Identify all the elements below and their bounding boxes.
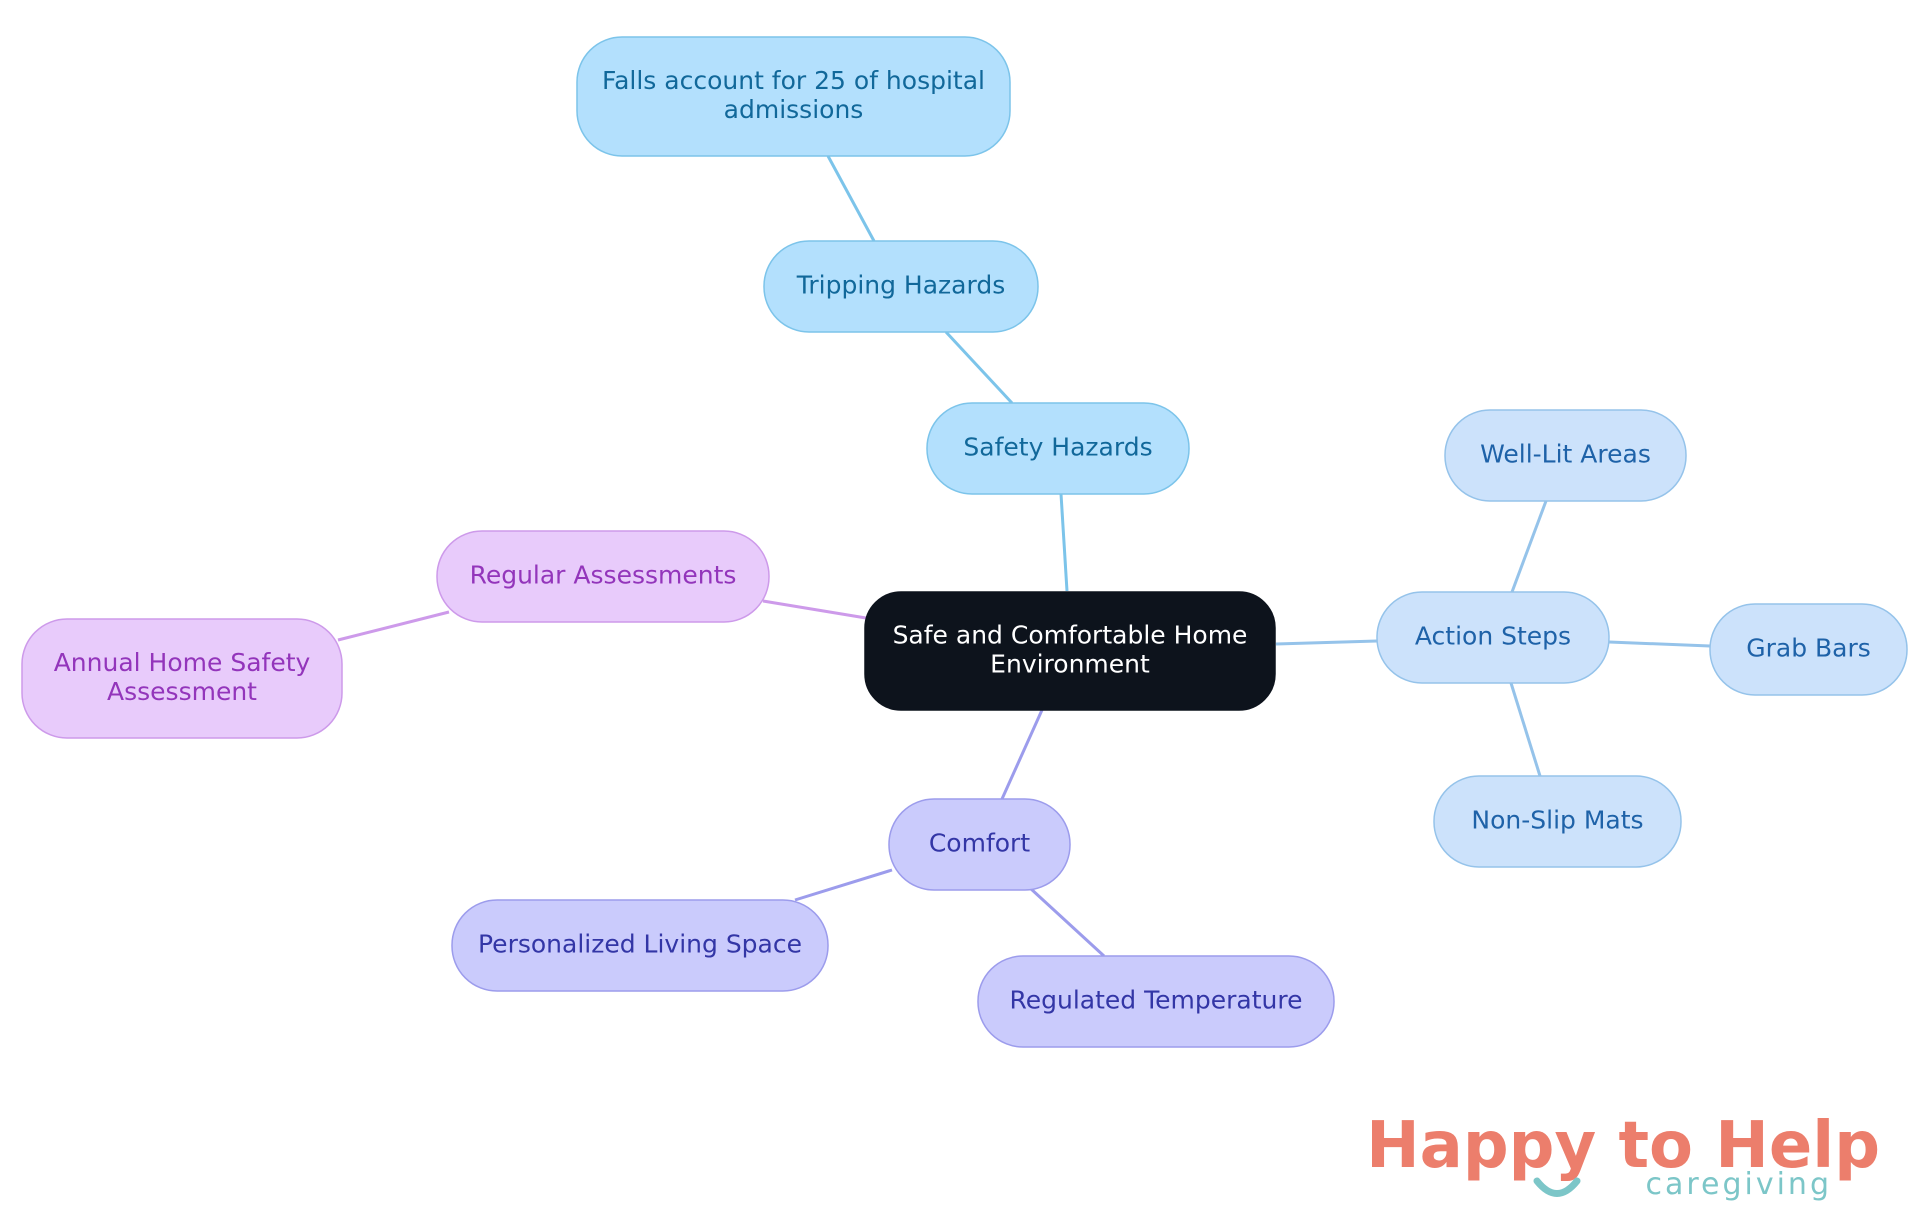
node-label-falls-line-1: Falls account for 25 of hospital <box>602 66 985 95</box>
node-label-falls-line-2: admissions <box>724 95 864 124</box>
logo-smile-icon <box>1533 1177 1581 1197</box>
node-tripping: Tripping Hazards <box>763 240 1039 333</box>
node-box-personal <box>451 899 829 992</box>
node-label-nonslip: Non-Slip Mats <box>1471 806 1643 835</box>
node-box-welllit <box>1444 409 1687 502</box>
node-falls: Falls account for 25 of hospitaladmissio… <box>576 36 1011 157</box>
node-regular: Regular Assessments <box>436 530 770 623</box>
node-label-safety: Safety Hazards <box>963 433 1152 462</box>
edge-comfort-to-personal <box>794 868 893 902</box>
edge-action-to-nonslip <box>1509 682 1542 777</box>
node-grab: Grab Bars <box>1709 603 1908 696</box>
node-label-root-line-1: Safe and Comfortable Home <box>893 621 1248 650</box>
edge-regular-to-annual <box>337 610 450 642</box>
edge-action-to-grab <box>1608 640 1711 648</box>
node-box-annual <box>21 618 343 739</box>
edge-root-to-safety <box>1059 493 1069 592</box>
node-label-temp: Regulated Temperature <box>1010 986 1303 1015</box>
node-box-grab <box>1709 603 1908 696</box>
node-comfort: Comfort <box>888 798 1071 891</box>
node-safety: Safety Hazards <box>926 402 1190 495</box>
node-box-comfort <box>888 798 1071 891</box>
node-box-safety <box>926 402 1190 495</box>
node-label-annual-line-1: Annual Home Safety <box>54 648 311 677</box>
edge-action-to-welllit <box>1510 500 1548 593</box>
node-label-comfort: Comfort <box>929 829 1030 858</box>
node-box-falls <box>576 36 1011 157</box>
edge-root-to-regular <box>762 599 867 620</box>
node-welllit: Well-Lit Areas <box>1444 409 1687 502</box>
node-personal: Personalized Living Space <box>451 899 829 992</box>
edge-comfort-to-temp <box>1028 886 1106 958</box>
logo-title: Happy to Help <box>1366 1109 1880 1183</box>
happy-to-help-logo: Happy to Help caregiving <box>1366 1109 1880 1202</box>
diagram-nodes: Safe and Comfortable HomeEnvironmentSafe… <box>21 36 1908 1048</box>
node-label-personal: Personalized Living Space <box>478 930 802 959</box>
node-box-action <box>1376 591 1610 684</box>
node-box-root <box>864 591 1276 711</box>
node-label-annual-line-2: Assessment <box>107 677 257 706</box>
logo-subtitle: caregiving <box>1645 1167 1832 1202</box>
edge-root-to-action <box>1275 639 1378 646</box>
node-label-welllit: Well-Lit Areas <box>1480 440 1651 469</box>
node-label-root-line-2: Environment <box>990 650 1150 679</box>
edge-tripping-to-falls <box>826 155 876 242</box>
node-action: Action Steps <box>1376 591 1610 684</box>
node-label-action: Action Steps <box>1415 622 1571 651</box>
node-box-temp <box>977 955 1335 1048</box>
node-label-grab: Grab Bars <box>1746 634 1871 663</box>
edge-safety-to-tripping <box>944 330 1014 405</box>
node-nonslip: Non-Slip Mats <box>1433 775 1682 868</box>
node-box-tripping <box>763 240 1039 333</box>
node-temp: Regulated Temperature <box>977 955 1335 1048</box>
edge-root-to-comfort <box>1000 709 1044 800</box>
node-box-nonslip <box>1433 775 1682 868</box>
node-label-tripping: Tripping Hazards <box>796 271 1005 300</box>
connector-lines <box>337 155 1711 958</box>
node-box-regular <box>436 530 770 623</box>
node-label-regular: Regular Assessments <box>470 561 737 590</box>
